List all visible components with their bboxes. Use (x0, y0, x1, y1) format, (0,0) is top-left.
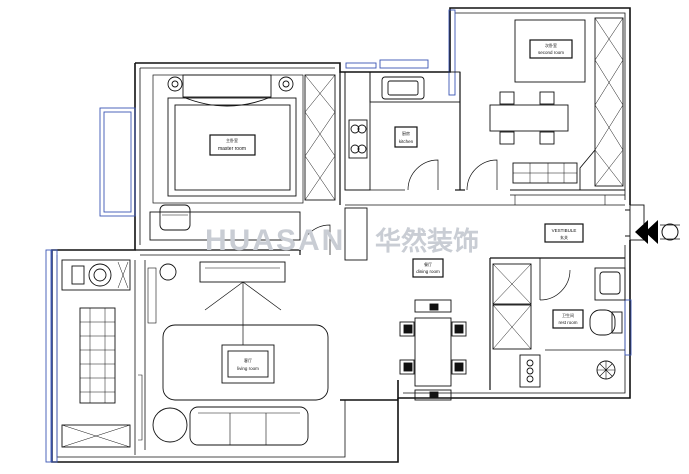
master-room-code: 主卧室 (226, 137, 238, 143)
label-vestibule: VESTIBULE 玄关 (544, 223, 584, 243)
rest-room-code: 卫生间 (562, 312, 574, 318)
bathroom-fixtures (539, 267, 626, 380)
label-kitchen: 厨房 kitchen (394, 126, 418, 148)
label-master-room: 主卧室 master room (209, 134, 256, 156)
watermark-cjk: 华然装饰 (375, 226, 479, 256)
label-dining-room: 餐厅 dining room (412, 258, 444, 278)
second-room-name: second room (538, 50, 564, 55)
label-second-room: 次卧室 second room (529, 39, 573, 59)
label-rest-room: 卫生间 rest room (552, 309, 584, 329)
second-room-furniture (466, 17, 624, 191)
entry-arrow-icon (635, 220, 680, 244)
watermark-latin: HUASAN (205, 224, 345, 257)
dining-room-code: 餐厅 (424, 261, 432, 267)
dining-furniture (399, 299, 467, 401)
kitchen-furniture (344, 71, 461, 191)
living-room-name: living room (237, 366, 259, 371)
kitchen-name: kitchen (399, 139, 414, 144)
balcony-furniture (61, 259, 131, 448)
master-bedroom-furniture (149, 74, 336, 241)
vestibule-furniture (299, 195, 645, 388)
living-room-code: 客厅 (244, 357, 252, 363)
vestibule-code: 玄关 (560, 234, 568, 240)
vestibule-name: VESTIBULE (552, 228, 577, 233)
kitchen-code: 厨房 (402, 130, 410, 136)
dining-room-name: dining room (416, 269, 440, 274)
windows (45, 9, 632, 463)
rest-room-name: rest room (558, 320, 577, 325)
living-furniture (138, 261, 309, 446)
label-living-room: 客厅 living room (237, 357, 259, 371)
master-room-name: master room (218, 146, 246, 152)
second-room-code: 次卧室 (545, 42, 557, 48)
